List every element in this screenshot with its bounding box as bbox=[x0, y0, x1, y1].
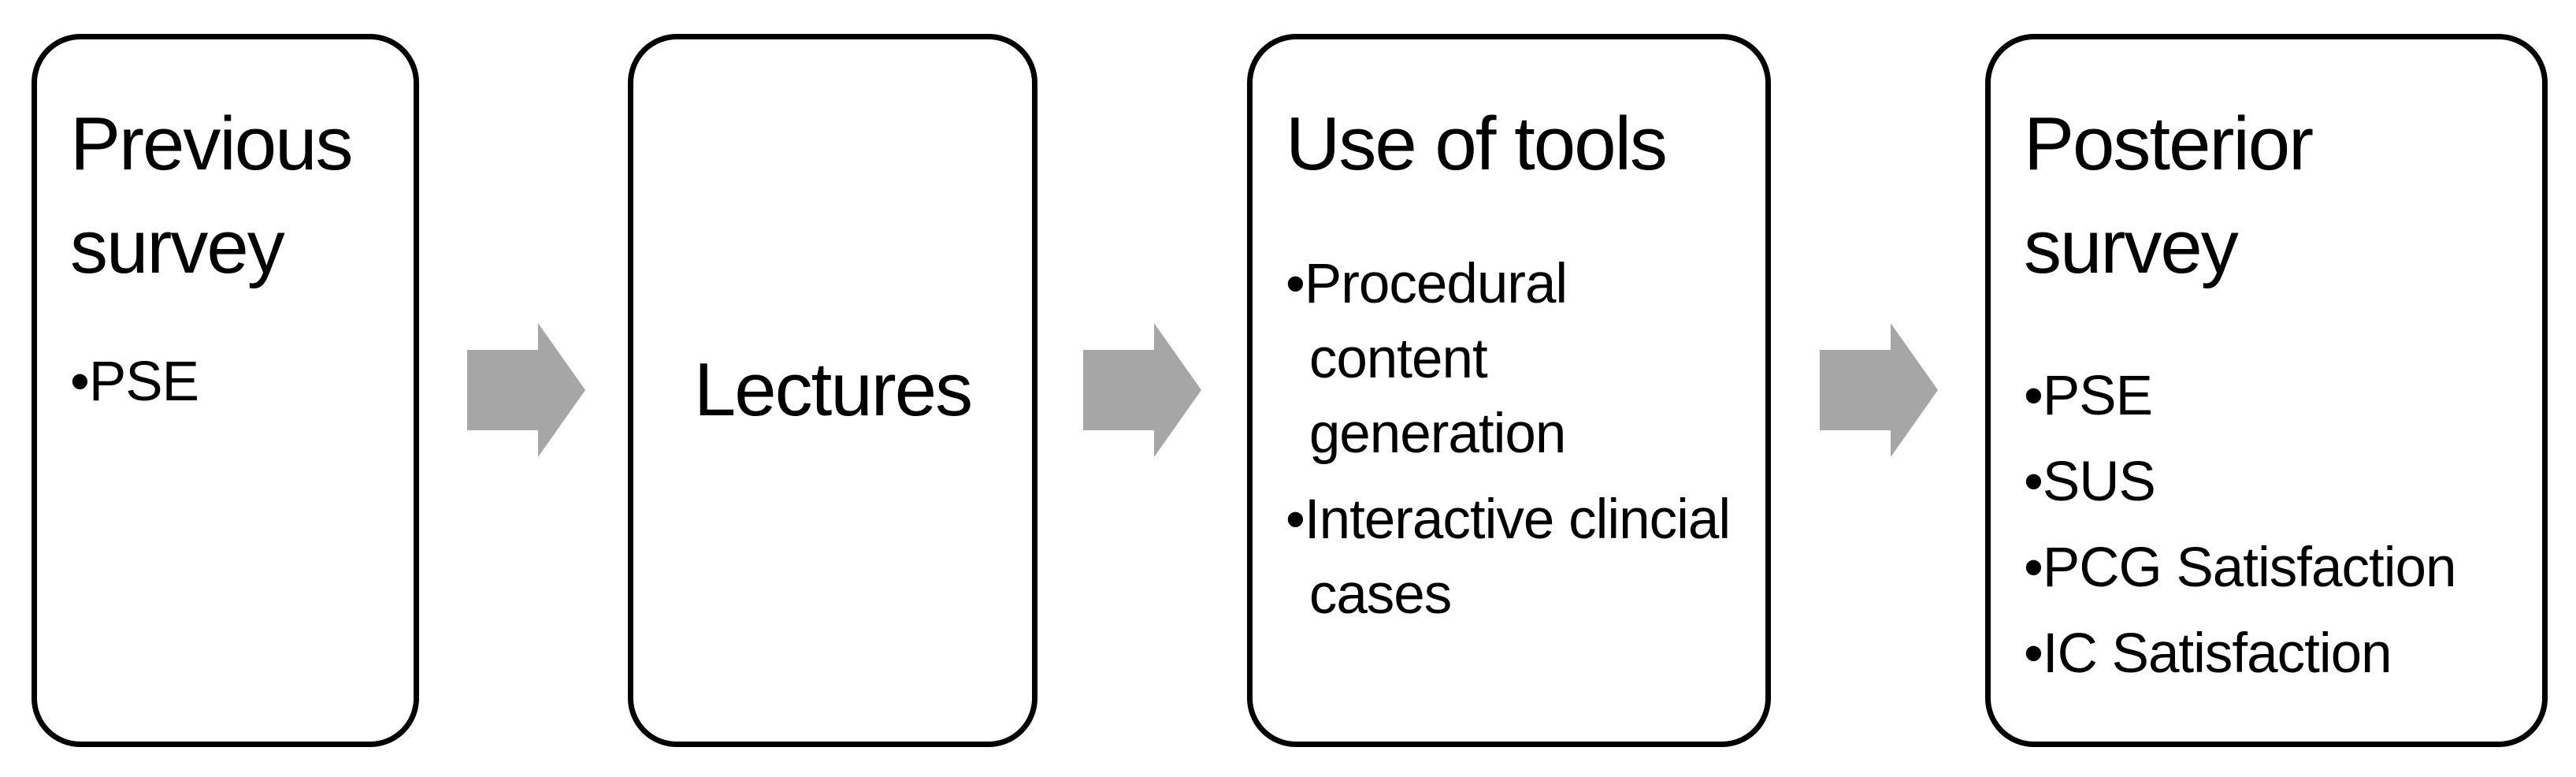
box-title: Previous survey bbox=[70, 102, 354, 289]
step-box-previous-survey: Previous survey PSE bbox=[32, 34, 419, 747]
step-box-lectures: Lectures bbox=[628, 34, 1037, 747]
arrow-right-shape bbox=[1820, 323, 1938, 457]
arrow-right-shape bbox=[1083, 323, 1201, 457]
bullet-item: Procedural content generation bbox=[1286, 247, 1742, 471]
box-title: Posterior survey bbox=[2024, 102, 2314, 289]
bullet-list: PSE SUS PCG Satisfaction IC Satisfaction bbox=[2024, 359, 2518, 692]
bullet-item: Interactive clincial cases bbox=[1286, 482, 1742, 632]
arrow-right-icon bbox=[1083, 323, 1201, 457]
arrow-right-icon bbox=[1820, 323, 1938, 457]
arrow-right-shape bbox=[467, 323, 585, 457]
box-title: Lectures bbox=[693, 348, 973, 433]
bullet-list: PSE bbox=[70, 344, 390, 419]
step-box-posterior-survey: Posterior survey PSE SUS PCG Satisfactio… bbox=[1985, 34, 2548, 747]
bullet-item: SUS bbox=[2024, 444, 2518, 519]
bullet-item: PCG Satisfaction bbox=[2024, 530, 2518, 605]
bullet-item: PSE bbox=[70, 344, 390, 419]
bullet-item: PSE bbox=[2024, 359, 2518, 433]
box-title: Use of tools bbox=[1286, 102, 1668, 186]
arrow-right-icon bbox=[467, 323, 585, 457]
bullet-list: Procedural content generation Interactiv… bbox=[1286, 247, 1742, 633]
step-box-use-of-tools: Use of tools Procedural content generati… bbox=[1247, 34, 1771, 747]
bullet-item: IC Satisfaction bbox=[2024, 616, 2518, 691]
